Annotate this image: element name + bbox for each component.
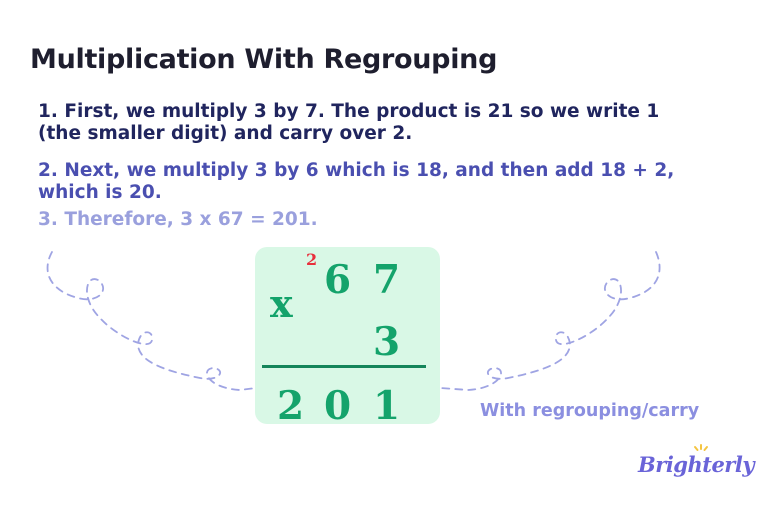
result-hundreds-digit: 2 xyxy=(277,383,305,429)
step-2: 2. Next, we multiply 3 by 6 which is 18,… xyxy=(38,160,674,204)
top-ones-digit: 7 xyxy=(373,257,401,303)
logo-wordmark: Brighterly xyxy=(638,452,755,477)
step-2-line-1: 2. Next, we multiply 3 by 6 which is 18,… xyxy=(38,160,675,181)
left-loop-path xyxy=(46,251,257,391)
step-2-line-2: which is 20. xyxy=(38,182,162,203)
page-title: Multiplication With Regrouping xyxy=(30,44,498,75)
top-tens-digit: 6 xyxy=(324,257,352,303)
step-3: 3. Therefore, 3 x 67 = 201. xyxy=(38,209,318,231)
sparkle-icon xyxy=(694,444,708,451)
step-3-line-1: 3. Therefore, 3 x 67 = 201. xyxy=(38,209,318,230)
bottom-ones-digit: 3 xyxy=(373,319,401,365)
right-loop-path xyxy=(440,251,661,391)
step-1-line-1: 1. First, we multiply 3 by 7. The produc… xyxy=(38,101,660,122)
brighterly-logo: Brighterly xyxy=(638,444,755,488)
regrouping-note: With regrouping/carry xyxy=(480,401,700,421)
step-1: 1. First, we multiply 3 by 7. The produc… xyxy=(38,101,659,145)
result-tens-digit: 0 xyxy=(324,383,352,429)
result-line xyxy=(262,365,426,368)
multiply-sign: x xyxy=(270,281,293,326)
step-1-line-2: (the smaller digit) and carry over 2. xyxy=(38,123,413,144)
carry-digit: 2 xyxy=(306,250,318,269)
multiplication-card: 2 6 7 x 3 2 0 1 xyxy=(255,247,440,429)
result-ones-digit: 1 xyxy=(373,383,401,429)
